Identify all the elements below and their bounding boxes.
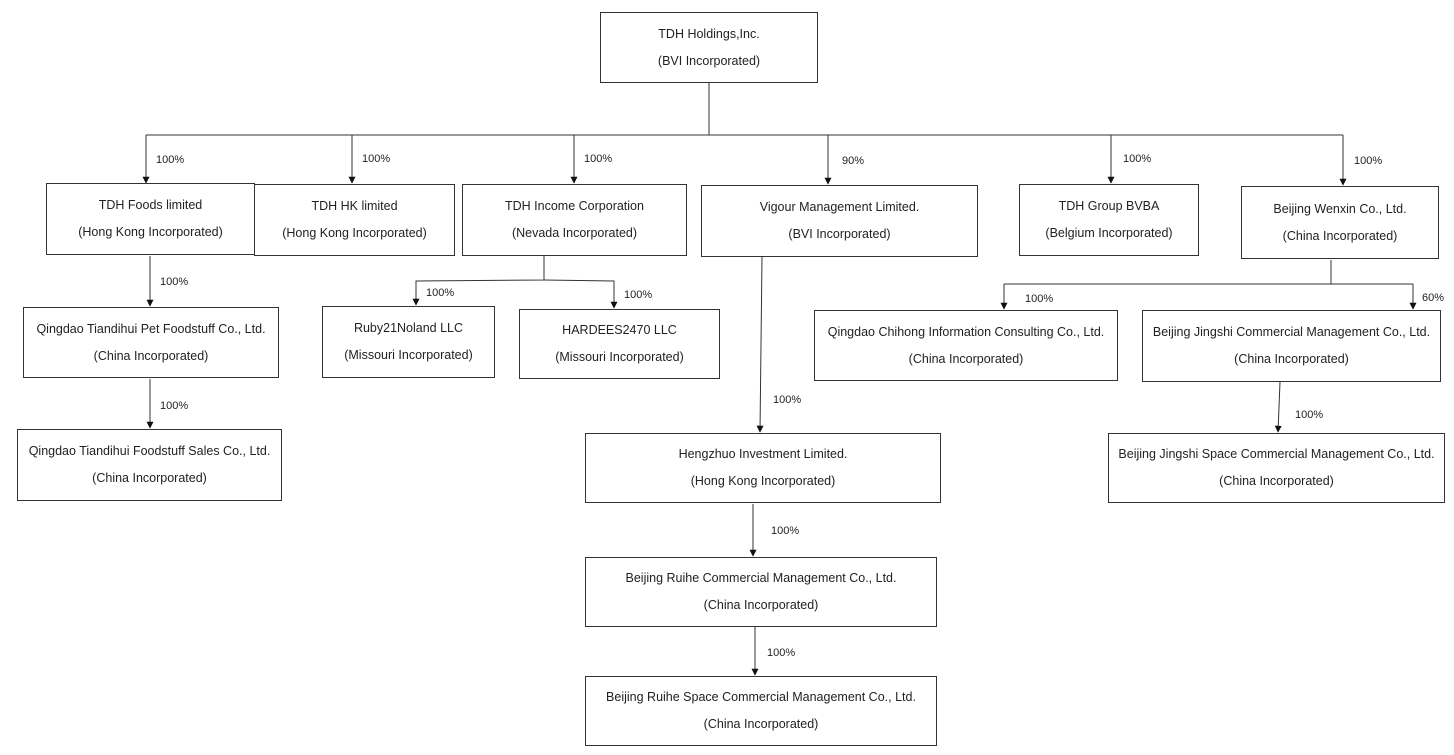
ownership-percentage: 100%	[160, 276, 189, 288]
ownership-percentage: 100%	[584, 153, 613, 165]
ownership-percentage: 90%	[842, 155, 865, 167]
entity-incorporation: (China Incorporated)	[1219, 474, 1334, 488]
entity-incorporation: (China Incorporated)	[908, 351, 1024, 366]
ownership-arrow	[756, 256, 764, 433]
entity-box-tdh-holdings: TDH Holdings,Inc. (BVI Incorporated)	[600, 12, 818, 83]
entity-incorporation: (China Incorporated)	[703, 717, 819, 731]
entity-name: Qingdao Tiandihui Foodstuff Sales Co., L…	[28, 444, 271, 458]
entity-box-tiandihui-sales: Qingdao Tiandihui Foodstuff Sales Co., L…	[17, 429, 282, 501]
entity-name: TDH HK limited	[311, 199, 398, 213]
entity-name: Beijing Ruihe Space Commercial Managemen…	[606, 690, 916, 704]
ownership-percentage: 100%	[767, 647, 796, 659]
ownership-arrow	[1274, 381, 1282, 433]
entity-box-tiandihui-pet: Qingdao Tiandihui Pet Foodstuff Co., Ltd…	[23, 307, 279, 378]
entity-box-jingshi: Beijing Jingshi Commercial Management Co…	[1142, 310, 1441, 382]
entity-name: TDH Foods limited	[98, 198, 203, 212]
entity-incorporation: (China Incorporated)	[1282, 228, 1398, 243]
entity-name: Qingdao Tiandihui Pet Foodstuff Co., Ltd…	[36, 321, 266, 336]
ownership-percentage: 100%	[1025, 293, 1054, 305]
entity-box-tdh-group: TDH Group BVBA (Belgium Incorporated)	[1019, 184, 1199, 256]
entity-incorporation: (Missouri Incorporated)	[555, 350, 684, 364]
ownership-arrow	[543, 279, 618, 309]
ownership-percentage: 100%	[426, 287, 455, 299]
entity-incorporation: (Nevada Incorporated)	[511, 226, 638, 240]
entity-name: Qingdao Chihong Information Consulting C…	[827, 324, 1105, 339]
entity-box-ruihe-space: Beijing Ruihe Space Commercial Managemen…	[585, 676, 937, 746]
entity-box-hardees: HARDEES2470 LLC (Missouri Incorporated)	[519, 309, 720, 379]
entity-box-wenxin: Beijing Wenxin Co., Ltd. (China Incorpora…	[1241, 186, 1439, 259]
entity-box-tdh-hk: TDH HK limited (Hong Kong Incorporated)	[254, 184, 455, 256]
entity-incorporation: (Hong Kong Incorporated)	[282, 226, 427, 240]
entity-box-chihong: Qingdao Chihong Information Consulting C…	[814, 310, 1118, 381]
entity-box-tdh-foods: TDH Foods limited (Hong Kong Incorporated…	[46, 183, 255, 255]
entity-name: Ruby21Noland LLC	[353, 321, 464, 335]
entity-box-jingshi-space: Beijing Jingshi Space Commercial Managem…	[1108, 433, 1445, 503]
entity-incorporation: (Belgium Incorporated)	[1045, 226, 1173, 240]
entity-name: TDH Group BVBA	[1058, 199, 1160, 213]
entity-incorporation: (BVI Incorporated)	[788, 227, 891, 241]
entity-name: Beijing Jingshi Commercial Management Co…	[1152, 325, 1431, 339]
ownership-percentage: 100%	[1354, 155, 1383, 167]
ownership-percentage: 100%	[771, 525, 800, 537]
ownership-percentage: 100%	[156, 154, 185, 166]
ownership-percentage: 60%	[1422, 292, 1445, 304]
entity-incorporation: (Hong Kong Incorporated)	[78, 225, 223, 239]
entity-incorporation: (Hong Kong Incorporated)	[690, 474, 836, 488]
entity-name: Beijing Wenxin Co., Ltd.	[1273, 201, 1407, 216]
ownership-percentage: 100%	[362, 153, 391, 165]
entity-name: HARDEES2470 LLC	[562, 323, 677, 337]
entity-incorporation: (BVI Incorporated)	[657, 53, 761, 68]
entity-name: Vigour Management Limited.	[759, 200, 920, 214]
entity-name: Hengzhuo Investment Limited.	[678, 447, 848, 461]
entity-name: TDH Income Corporation	[505, 199, 644, 213]
ownership-percentage: 100%	[160, 400, 189, 412]
entity-incorporation: (China Incorporated)	[703, 598, 819, 612]
entity-box-tdh-income: TDH Income Corporation (Nevada Incorporat…	[462, 184, 687, 256]
ownership-percentage: 100%	[1295, 409, 1324, 421]
entity-box-ruby: Ruby21Noland LLC (Missouri Incorporated)	[322, 306, 495, 378]
entity-name: Beijing Jingshi Space Commercial Managem…	[1118, 447, 1435, 461]
entity-box-hengzhuo: Hengzhuo Investment Limited. (Hong Kong I…	[585, 433, 941, 503]
ownership-percentage: 100%	[624, 289, 653, 301]
entity-incorporation: (China Incorporated)	[1234, 352, 1349, 366]
entity-box-vigour: Vigour Management Limited. (BVI Incorpora…	[701, 185, 978, 257]
entity-incorporation: (China Incorporated)	[92, 471, 207, 485]
entity-incorporation: (China Incorporated)	[93, 348, 209, 363]
ownership-percentage: 100%	[1123, 153, 1152, 165]
ownership-percentage: 100%	[773, 394, 802, 406]
entity-name: Beijing Ruihe Commercial Management Co.,…	[625, 571, 897, 585]
entity-name: TDH Holdings,Inc.	[658, 26, 760, 41]
ownership-arrow	[412, 256, 545, 306]
entity-incorporation: (Missouri Incorporated)	[344, 348, 473, 362]
entity-box-ruihe: Beijing Ruihe Commercial Management Co.,…	[585, 557, 937, 627]
